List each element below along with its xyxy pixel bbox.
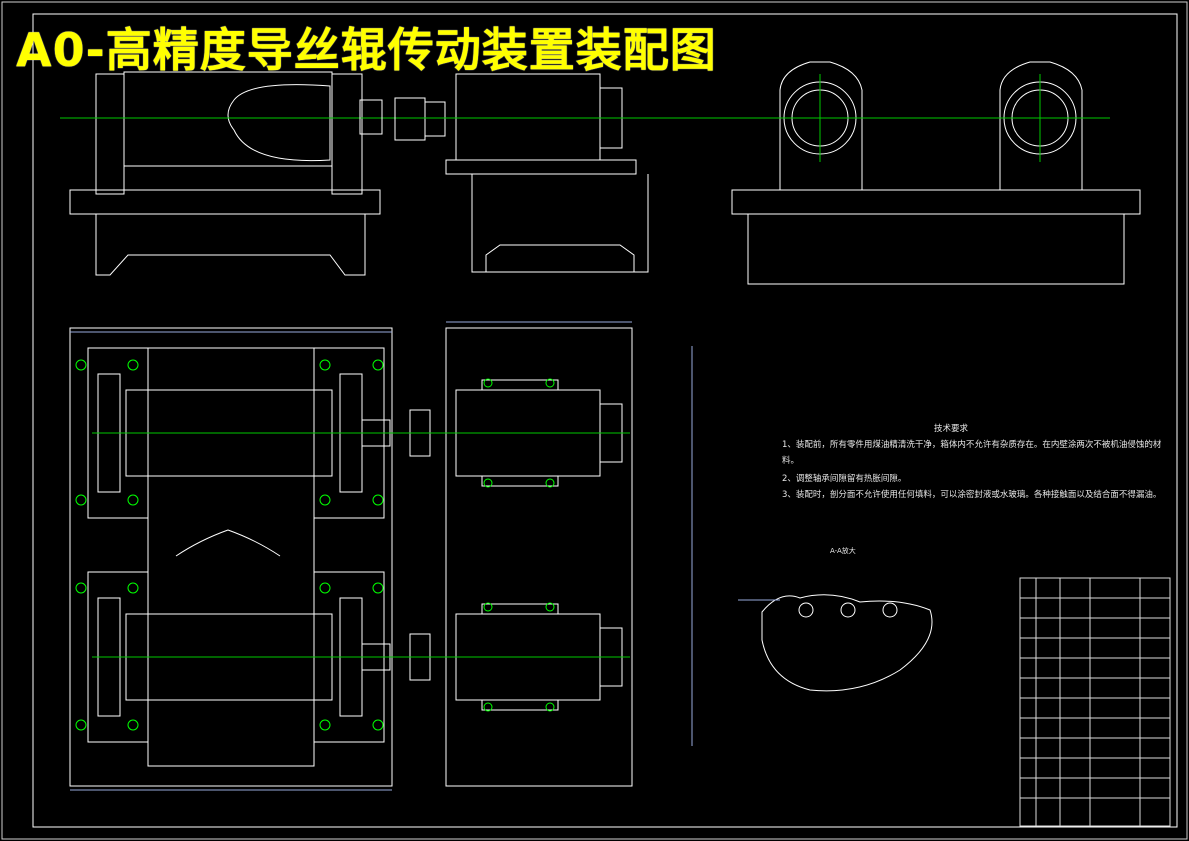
side-view-bearing-housings [731, 61, 1141, 285]
tech-requirement-2: 2、调整轴承间隙留有热胀间隙。 [782, 474, 907, 484]
drawing-inner-frame [32, 13, 1178, 828]
plan-view [69, 321, 693, 791]
drawing-title: A0-高精度导丝辊传动装置装配图 [16, 23, 717, 77]
section-detail [738, 594, 933, 692]
front-view-motor [420, 73, 770, 273]
tech-requirement-1-line1: 1、装配前，所有零件用煤油精清洗干净，箱体内不允许有杂质存在。在内壁涂两次不被机… [782, 440, 1162, 450]
tech-requirements-heading: 技术要求 [934, 424, 969, 434]
section-view-label: A-A放大 [830, 547, 856, 555]
tech-requirement-3: 3、装配时，剖分面不允许使用任何填料，可以涂密封液或水玻璃。各种接触面以及结合面… [782, 490, 1162, 500]
tech-requirement-1-line2: 料。 [782, 456, 800, 466]
front-view-roller-assembly [60, 71, 446, 276]
parts-list-table [1019, 577, 1171, 827]
bolt-heads [75, 359, 555, 731]
